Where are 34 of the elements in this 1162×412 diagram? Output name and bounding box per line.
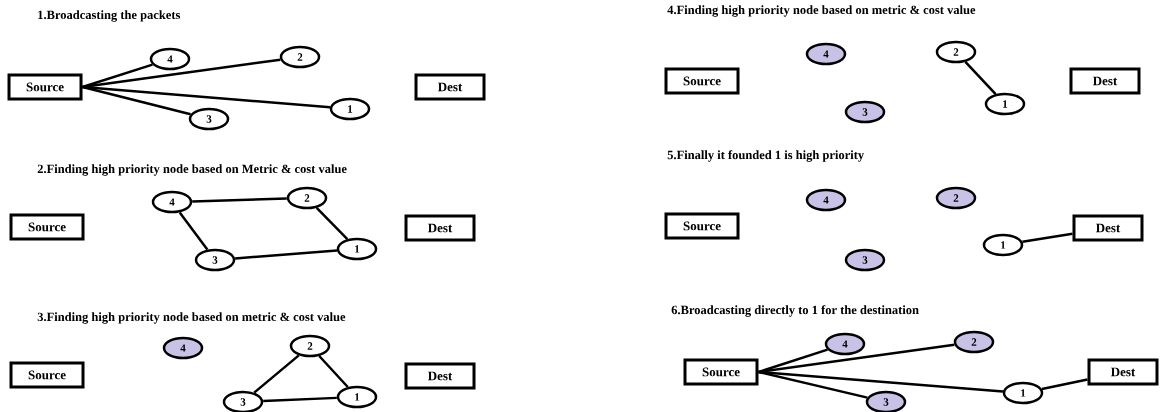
- panel-title: 2.Finding high priority node based on Metric & cost value: [37, 164, 347, 176]
- destination-box: Dest: [1069, 67, 1141, 95]
- connection-line: [1022, 232, 1073, 244]
- connection-line: [318, 355, 349, 388]
- connection-line: [1041, 378, 1088, 391]
- destination-box: Dest: [414, 73, 486, 101]
- connection-line: [758, 348, 828, 374]
- connection-line: [758, 343, 955, 374]
- connection-line: [263, 396, 337, 403]
- connection-line: [192, 197, 287, 203]
- connection-line: [234, 249, 338, 260]
- source-box: Source: [664, 212, 740, 240]
- source-box: Source: [683, 358, 759, 386]
- panel-title: 5.Finally it founded 1 is high priority: [667, 150, 864, 162]
- connection-line: [82, 85, 191, 116]
- connection-line: [315, 207, 349, 240]
- destination-box: Dest: [404, 362, 476, 390]
- connection-line: [178, 211, 209, 251]
- source-box: Source: [664, 67, 740, 95]
- panel-title: 1.Broadcasting the packets: [38, 10, 181, 22]
- destination-box: Dest: [404, 214, 476, 242]
- connection-line: [82, 58, 281, 89]
- connection-line: [253, 354, 300, 394]
- source-box: Source: [9, 213, 85, 241]
- connection-line: [964, 61, 997, 95]
- panel-title: 4.Finding high priority node based on metric & cost value: [667, 5, 976, 17]
- panel-title: 6.Broadcasting directly to 1 for the destination: [671, 305, 919, 317]
- destination-box: Dest: [1087, 358, 1159, 386]
- connection-line: [758, 370, 868, 399]
- destination-box: Dest: [1072, 214, 1144, 242]
- connection-line: [82, 63, 153, 89]
- panel-title: 3.Finding high priority node based on metric & cost value: [37, 312, 346, 324]
- source-box: Source: [9, 361, 85, 389]
- source-box: Source: [7, 73, 83, 101]
